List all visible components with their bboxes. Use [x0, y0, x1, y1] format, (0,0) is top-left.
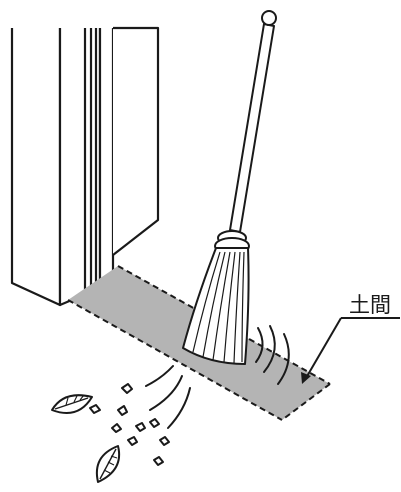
broom-icon: [182, 10, 277, 365]
motion-lines: [145, 325, 290, 429]
leaf-icon: [96, 445, 120, 483]
doma-label-group: 土間: [301, 293, 400, 384]
door-frame: [10, 26, 160, 307]
leaf-icon: [51, 394, 93, 414]
dust-particle-icon: [89, 383, 170, 466]
doma-label: 土間: [349, 293, 391, 317]
